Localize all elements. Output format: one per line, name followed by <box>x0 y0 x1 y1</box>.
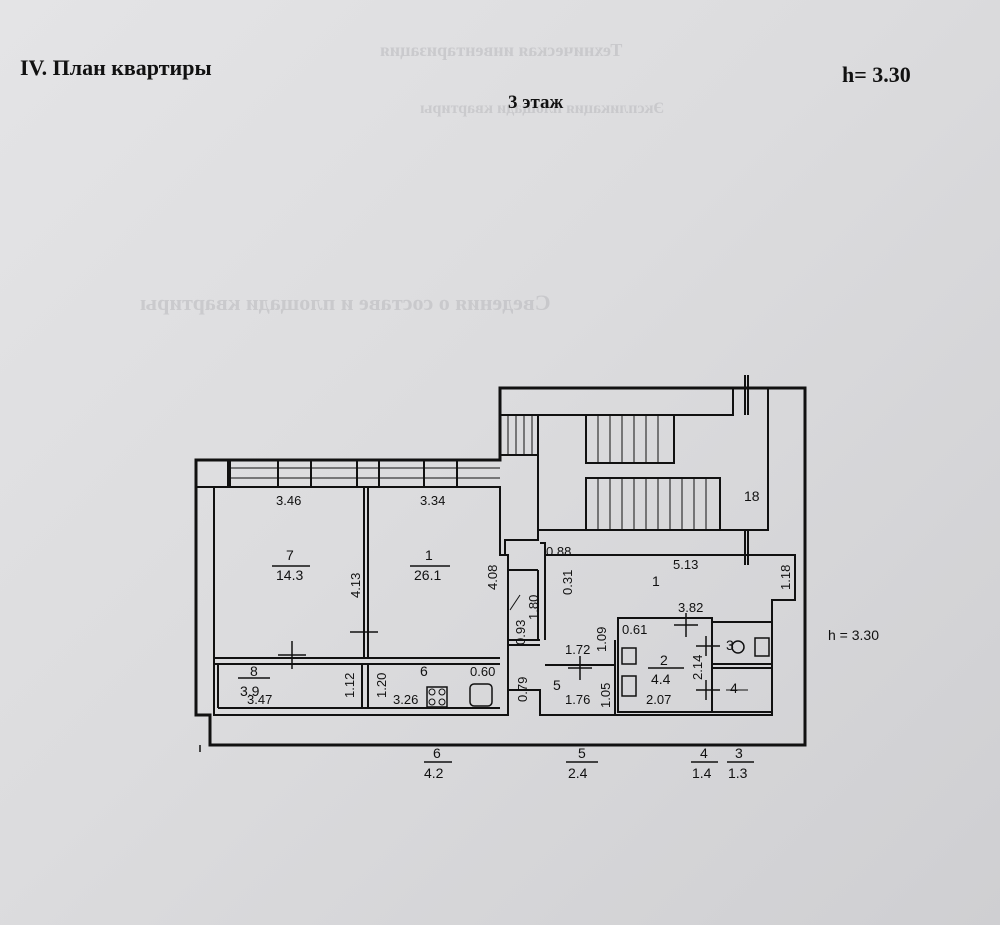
summary-6-number: 6 <box>433 745 441 761</box>
room-8-area: 3.9 <box>240 683 260 699</box>
summary-6-area: 4.2 <box>424 765 444 781</box>
dim-corr-5-13: 5.13 <box>673 557 698 572</box>
room-1-number: 1 <box>425 547 433 563</box>
summary-3-number: 3 <box>735 745 743 761</box>
room-2-number: 2 <box>660 652 668 668</box>
dim-room8-width: 3.47 <box>247 692 272 707</box>
room-3-number: 3 <box>726 637 734 653</box>
dim-bath-1-09: 1.09 <box>594 627 609 652</box>
floor-label: 3 этаж <box>508 92 564 113</box>
summary-3-area: 1.3 <box>728 765 748 781</box>
dim-entry-0-79: 0.79 <box>515 677 530 702</box>
dim-corr-0-31: 0.31 <box>560 570 575 595</box>
dim-room5-1-76: 1.76 <box>565 692 590 707</box>
dim-kitchen-niche: 0.60 <box>470 664 495 679</box>
room-7-number: 7 <box>286 547 294 563</box>
room-8-number: 8 <box>250 663 258 679</box>
stair-18-label: 18 <box>744 488 760 504</box>
dim-corr-0-88: 0.88 <box>546 544 571 559</box>
room-5-number: 5 <box>553 677 561 693</box>
dim-kitchen-width: 3.26 <box>393 692 418 707</box>
summary-5-number: 5 <box>578 745 586 761</box>
room-7-area: 14.3 <box>276 567 303 583</box>
room-2-area: 4.4 <box>651 671 671 687</box>
dim-room5-1-05: 1.05 <box>598 683 613 708</box>
dim-room1-depth: 4.08 <box>485 565 500 590</box>
room-6-number: 6 <box>420 663 428 679</box>
page-title: IV. План квартиры <box>20 55 212 80</box>
room-1-area: 26.1 <box>414 567 441 583</box>
dim-door-0-93: 0.93 <box>513 620 528 645</box>
dim-corr-1-18: 1.18 <box>778 565 793 590</box>
dim-bath-0-61: 0.61 <box>622 622 647 637</box>
dim-bath-2-07: 2.07 <box>646 692 671 707</box>
dim-room5-1-72: 1.72 <box>565 642 590 657</box>
corridor-number: 1 <box>652 573 660 589</box>
dim-room1-width: 3.34 <box>420 493 445 508</box>
dim-room8-depth: 1.12 <box>342 673 357 698</box>
dim-room7-width: 3.46 <box>276 493 301 508</box>
dim-door-1-80: 1.80 <box>526 595 541 620</box>
dim-kitchen-depth: 1.20 <box>374 673 389 698</box>
summary-4-number: 4 <box>700 745 708 761</box>
summary-5-area: 2.4 <box>568 765 588 781</box>
dim-bath-2-14: 2.14 <box>690 655 705 680</box>
summary-4-area: 1.4 <box>692 765 712 781</box>
ceiling-height: h= 3.30 <box>842 62 911 87</box>
dim-room7-depth: 4.13 <box>348 573 363 598</box>
side-height-note: h = 3.30 <box>828 627 879 643</box>
dim-bath-3-82: 3.82 <box>678 600 703 615</box>
room-4-number: 4 <box>730 680 738 696</box>
